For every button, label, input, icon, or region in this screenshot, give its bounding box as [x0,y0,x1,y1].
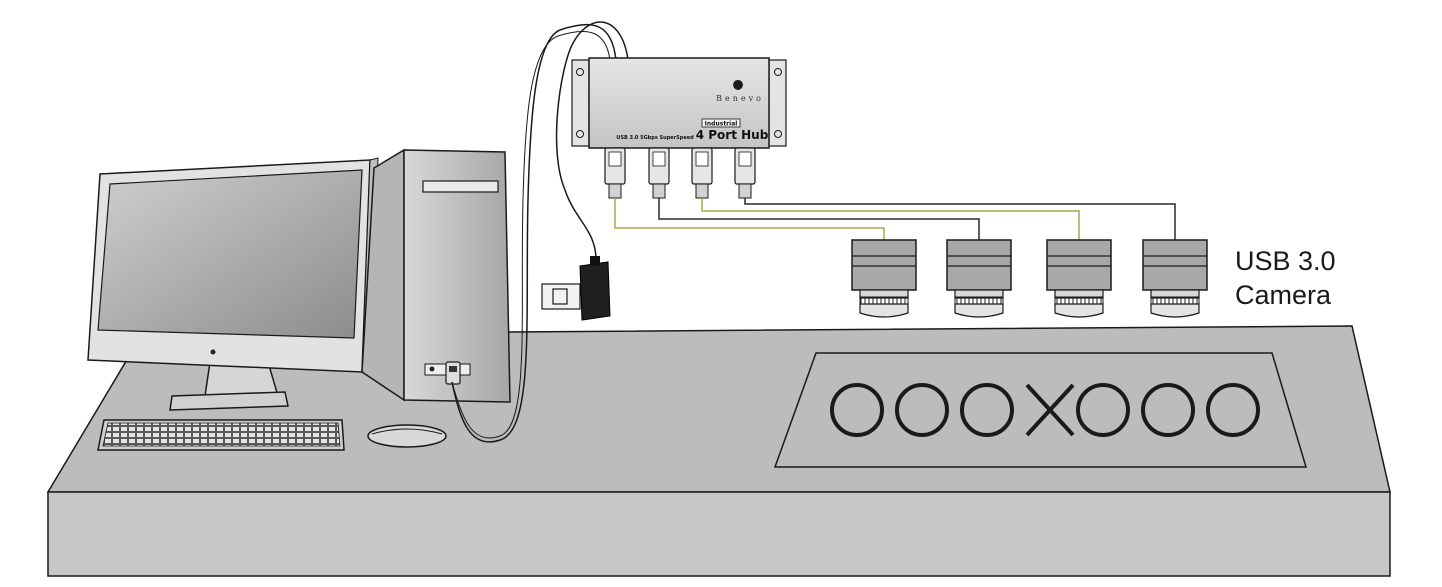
monitor-icon [87,157,379,411]
hub-brand-logo [733,80,743,90]
camera-icon [1046,239,1112,318]
cable-computer-to-hub-inner [451,31,611,439]
usb-connector-icon [604,147,626,199]
cable-to-camera-1 [614,198,885,240]
mark-circle-3 [960,383,1014,437]
hub-usb-plugs [604,147,756,199]
mark-circle-5 [1141,383,1195,437]
camera-label-line-1: USB 3.0 [1235,246,1336,276]
hub-spec: USB 3.0 5Gbps SuperSpeed [616,135,694,141]
hub-tag: Industrial [705,121,738,128]
mark-cross [1025,383,1075,437]
power-cable [555,21,629,261]
keyboard-keys [102,422,341,447]
cable-to-camera-2 [658,198,980,240]
camera-4 [1142,239,1208,318]
camera-label: USB 3.0 Camera [1235,246,1336,310]
mark-circle-4 [1076,383,1130,437]
tower-front [403,149,511,403]
keyboard-icon [97,419,345,451]
power-adapter-icon [541,256,611,321]
hub-mount-right [768,59,787,147]
adapter-body [579,261,611,321]
desk-front-panel [47,491,1391,577]
computer-tower-icon [361,148,511,403]
usb-connector-icon [691,147,713,199]
camera-1 [851,239,917,318]
camera-icon [946,239,1012,318]
usb-connector-icon [648,147,670,199]
hub-title: 4 Port Hub [696,128,769,142]
usb-connector-icon [734,147,756,199]
monitor-screen [97,169,363,339]
monitor-base [169,391,289,411]
camera-cables [614,198,1176,240]
wall-socket [541,283,581,310]
cable-to-camera-4 [744,198,1176,240]
usb-hub-icon: Benevo Industrial USB 3.0 5Gbps SuperSpe… [571,57,787,149]
tower-drive-bay [422,180,499,193]
plate-marks [830,383,1260,437]
mark-circle-1 [830,383,884,437]
mouse-icon [367,424,447,448]
hub-mount-left [571,59,590,147]
hub-tag-box [701,118,741,128]
camera-icon [1142,239,1208,318]
camera-label-line-2: Camera [1235,280,1332,310]
tower-power-button [429,366,435,372]
hub-brand: Benevo [716,94,764,103]
camera-icon [851,239,917,318]
inspection-plate [773,352,1308,468]
camera-2 [946,239,1012,318]
mark-circle-6 [1206,383,1260,437]
camera-3 [1046,239,1112,318]
cable-computer-to-hub [451,23,617,443]
mark-circle-2 [895,383,949,437]
plate-outline [773,352,1308,468]
usb-connector-icon [445,361,461,385]
monitor-logo [210,349,216,355]
cable-to-camera-3 [701,198,1080,240]
hub-body [588,57,770,149]
